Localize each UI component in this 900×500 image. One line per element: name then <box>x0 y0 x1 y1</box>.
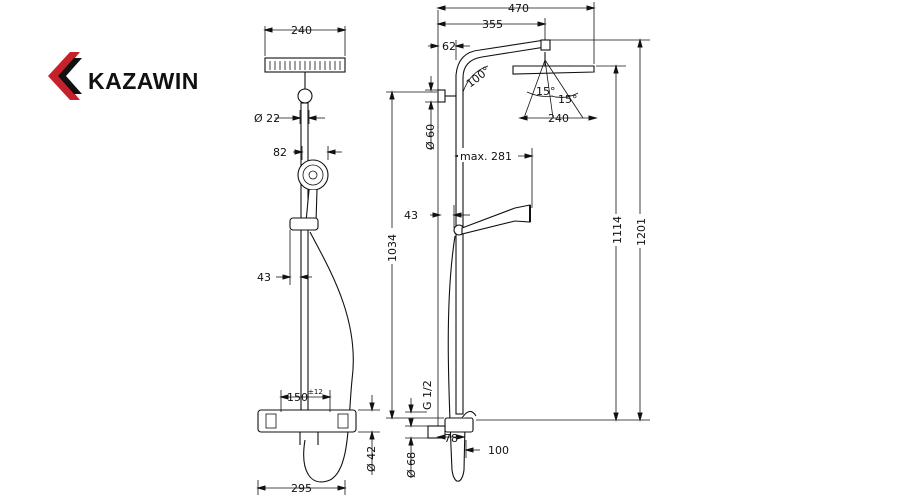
side-dim-wall-offset: 62 <box>442 40 456 53</box>
side-dim-outlet-depth: 100 <box>488 444 509 457</box>
side-dim-projection-total: 470 <box>508 2 529 15</box>
brand-logo-icon <box>48 52 82 100</box>
front-dim-arm-diameter: Ø 22 <box>254 112 280 125</box>
side-wall-flange <box>437 89 446 103</box>
front-dim-mixer-height: Ø 42 <box>365 446 378 472</box>
side-dim-rail-height: 1034 <box>386 234 399 262</box>
side-dim-tilt-left: 15° <box>536 85 556 98</box>
side-mixer <box>444 417 474 433</box>
front-view: 240 Ø 22 82 43 150 ±12 <box>254 24 380 495</box>
front-rain-head-pattern <box>269 61 341 70</box>
side-dim-total-height: 1201 <box>635 218 648 246</box>
side-dim-inlet-diameter: Ø 68 <box>405 452 418 478</box>
side-rain-head <box>512 65 595 75</box>
side-dim-thread: G 1/2 <box>421 380 434 410</box>
front-hose <box>303 231 354 483</box>
front-dim-total-width: 295 <box>291 482 312 495</box>
front-arm-joint <box>297 88 313 104</box>
front-thermostatic-mixer <box>257 409 357 433</box>
side-dim-head-height: 1114 <box>611 216 624 244</box>
side-riser-rail <box>455 93 464 415</box>
side-dim-hand-reach: max. 281 <box>460 150 512 163</box>
side-dim-projection-arm: 355 <box>482 18 503 31</box>
side-dim-arm-angle: 100° <box>464 64 493 91</box>
side-dim-bracket-offset: 43 <box>404 209 418 222</box>
side-dim-head-width: 240 <box>548 112 569 125</box>
side-inlet <box>427 425 446 439</box>
side-view: 15° 15° 240 100° 470 355 <box>384 2 650 482</box>
side-hand-shower <box>461 204 531 235</box>
front-dim-inlet-tolerance: ±12 <box>308 388 323 396</box>
side-dim-flange-diameter: Ø 60 <box>424 124 437 150</box>
front-dim-bracket-offset: 43 <box>257 271 271 284</box>
front-dim-hand-shower-offset: 82 <box>273 146 287 159</box>
brand-logo <box>48 48 208 104</box>
front-hand-shower-head <box>297 159 329 191</box>
front-dim-inlet-spacing: 150 <box>287 391 308 404</box>
side-dim-mixer-depth: 78 <box>444 432 458 445</box>
brand-name: KAZAWIN <box>88 68 199 94</box>
front-slider-bracket <box>289 217 319 231</box>
side-dim-tilt-right: 15° <box>558 93 578 106</box>
front-dim-head-width: 240 <box>291 24 312 37</box>
